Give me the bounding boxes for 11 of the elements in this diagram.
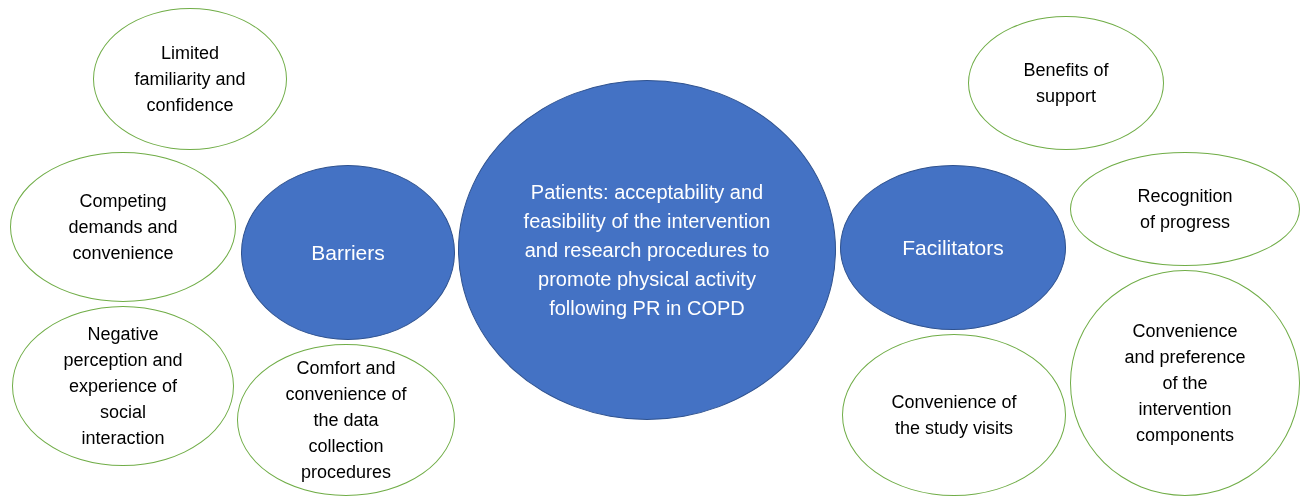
category-label: Barriers [310, 240, 386, 265]
theme-label: Comfort and convenience of the data collection procedures [284, 356, 408, 485]
category-label: Facilitators [901, 235, 1005, 260]
theme-label: Limited familiarity and confidence [133, 41, 247, 118]
theme-label: Convenience and preference of the intervention components [1123, 319, 1247, 448]
theme-label: Negative perception and experience of social interaction [62, 322, 184, 451]
theme-label: Benefits of support [1022, 58, 1110, 108]
theme-label: Convenience of the study visits [890, 390, 1018, 440]
theme-label: Recognition of progress [1136, 184, 1234, 234]
central-label: Patients: acceptability and feasibility of the intervention and research procedures to promote physical activity following PR in COPD [522, 179, 772, 321]
theme-label: Competing demands and convenience [67, 189, 179, 266]
